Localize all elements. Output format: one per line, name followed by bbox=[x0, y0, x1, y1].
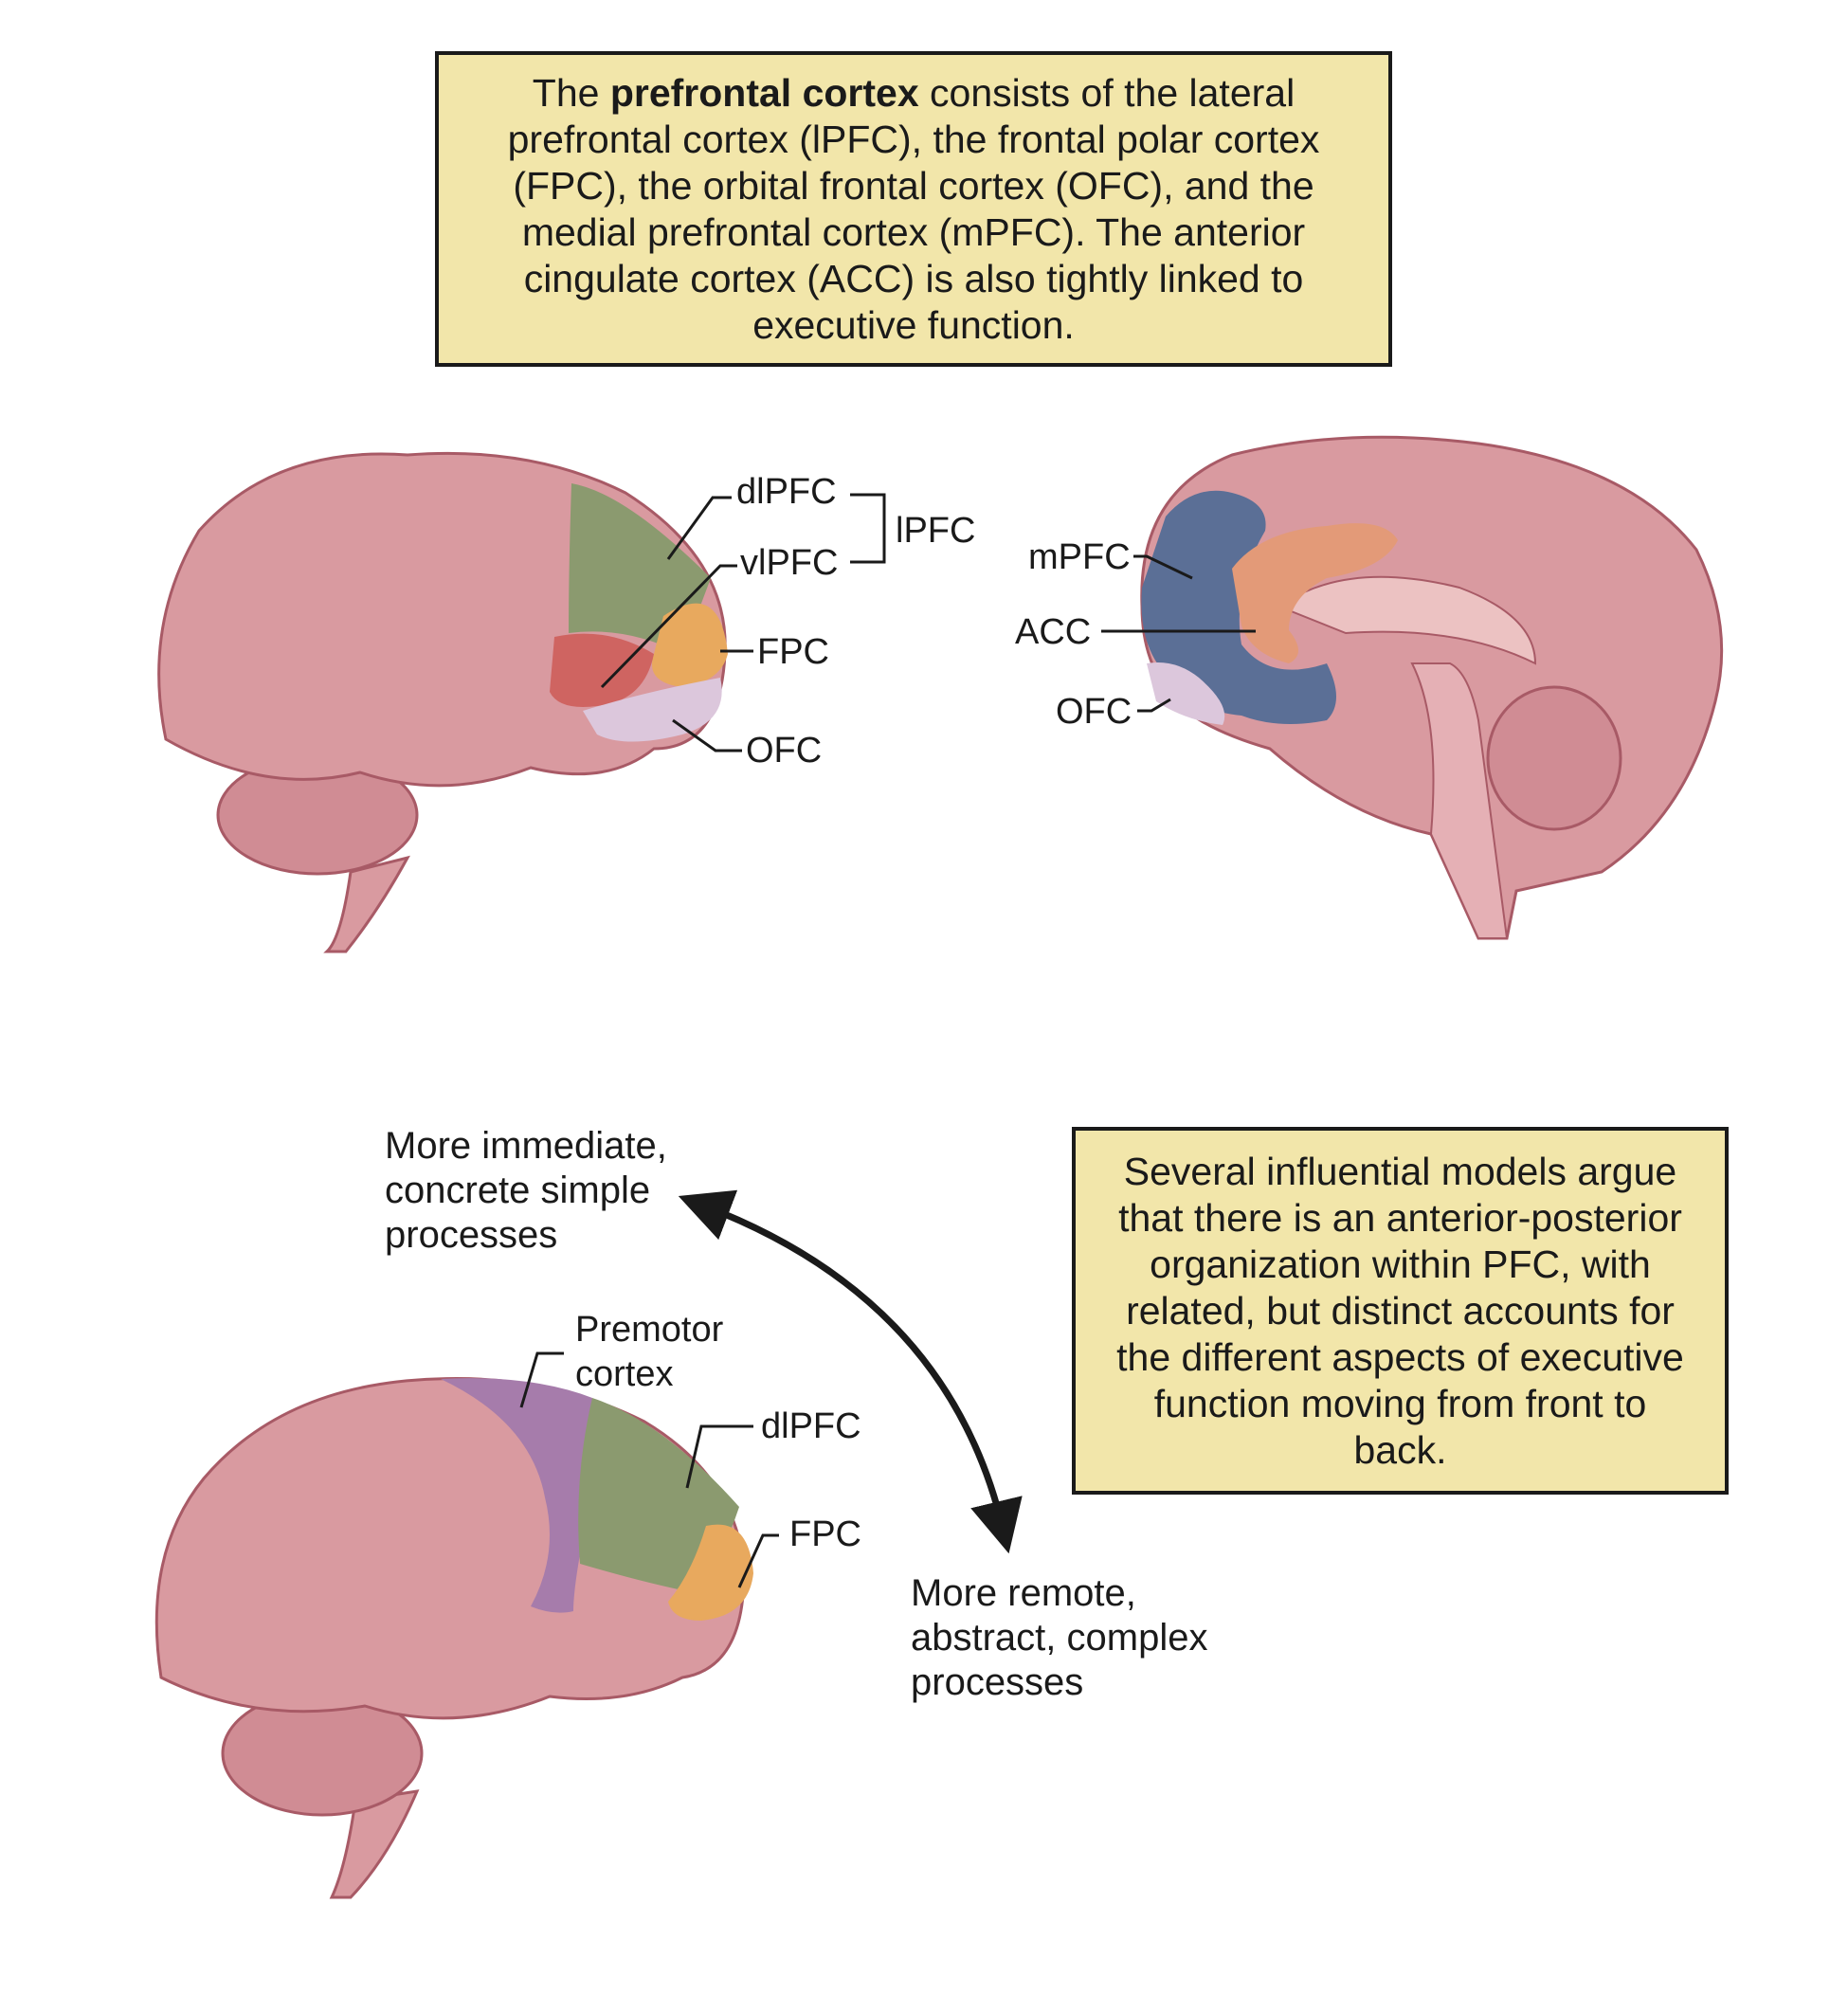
note-line: abstract, complex bbox=[911, 1617, 1208, 1659]
label-mpfc: mPFC bbox=[1028, 537, 1131, 577]
anterior-posterior-double-arrow bbox=[678, 1189, 1023, 1554]
note-line: More immediate, bbox=[385, 1125, 667, 1167]
fpc-region bbox=[652, 603, 728, 687]
vlpfc-region bbox=[550, 633, 654, 707]
label-medial-ofc: OFC bbox=[1056, 692, 1132, 732]
acc-region bbox=[1232, 523, 1398, 663]
cerebellum bbox=[1486, 685, 1622, 831]
lateral-brain-leaders bbox=[600, 493, 886, 753]
label-gradient-fpc: FPC bbox=[789, 1514, 861, 1554]
premotor-region bbox=[441, 1378, 592, 1613]
brainstem bbox=[323, 855, 410, 953]
prefrontal-info-text: The prefrontal cortex consists of the la… bbox=[507, 70, 1320, 347]
note-line: processes bbox=[911, 1661, 1084, 1703]
label-lpfc: lPFC bbox=[896, 511, 975, 551]
label-vlpfc: vlPFC bbox=[740, 543, 838, 583]
brainstem bbox=[1410, 662, 1509, 939]
ofc-region bbox=[583, 678, 722, 742]
label-ofc: OFC bbox=[746, 731, 822, 771]
note-line: concrete simple bbox=[385, 1170, 651, 1211]
brainstem bbox=[329, 1789, 420, 1899]
anterior-posterior-info-box: Several influential models argue that th… bbox=[1072, 1127, 1729, 1495]
note-line: processes bbox=[385, 1214, 558, 1256]
remote-processes-note: More remote, abstract, complex processes bbox=[911, 1571, 1207, 1705]
immediate-processes-note: More immediate, concrete simple processe… bbox=[385, 1124, 667, 1258]
label-fpc: FPC bbox=[757, 632, 829, 672]
label-premotor-line2: cortex bbox=[575, 1354, 673, 1394]
label-acc: ACC bbox=[1015, 612, 1091, 652]
medial-brain-leaders bbox=[1101, 554, 1256, 713]
label-premotor-line1: Premotor bbox=[575, 1310, 724, 1350]
anterior-posterior-info-text: Several influential models argue that th… bbox=[1116, 1149, 1684, 1472]
label-dlpfc: dlPFC bbox=[736, 472, 837, 512]
gradient-brain-illustration bbox=[154, 1377, 753, 1899]
medial-brain-illustration bbox=[1140, 435, 1724, 940]
note-line: More remote, bbox=[911, 1572, 1136, 1614]
ofc-region bbox=[1147, 662, 1225, 725]
prefrontal-info-box: The prefrontal cortex consists of the la… bbox=[435, 51, 1392, 367]
corpus-callosum bbox=[1277, 575, 1537, 665]
label-gradient-dlpfc: dlPFC bbox=[761, 1406, 861, 1446]
lateral-brain-illustration bbox=[157, 451, 728, 953]
